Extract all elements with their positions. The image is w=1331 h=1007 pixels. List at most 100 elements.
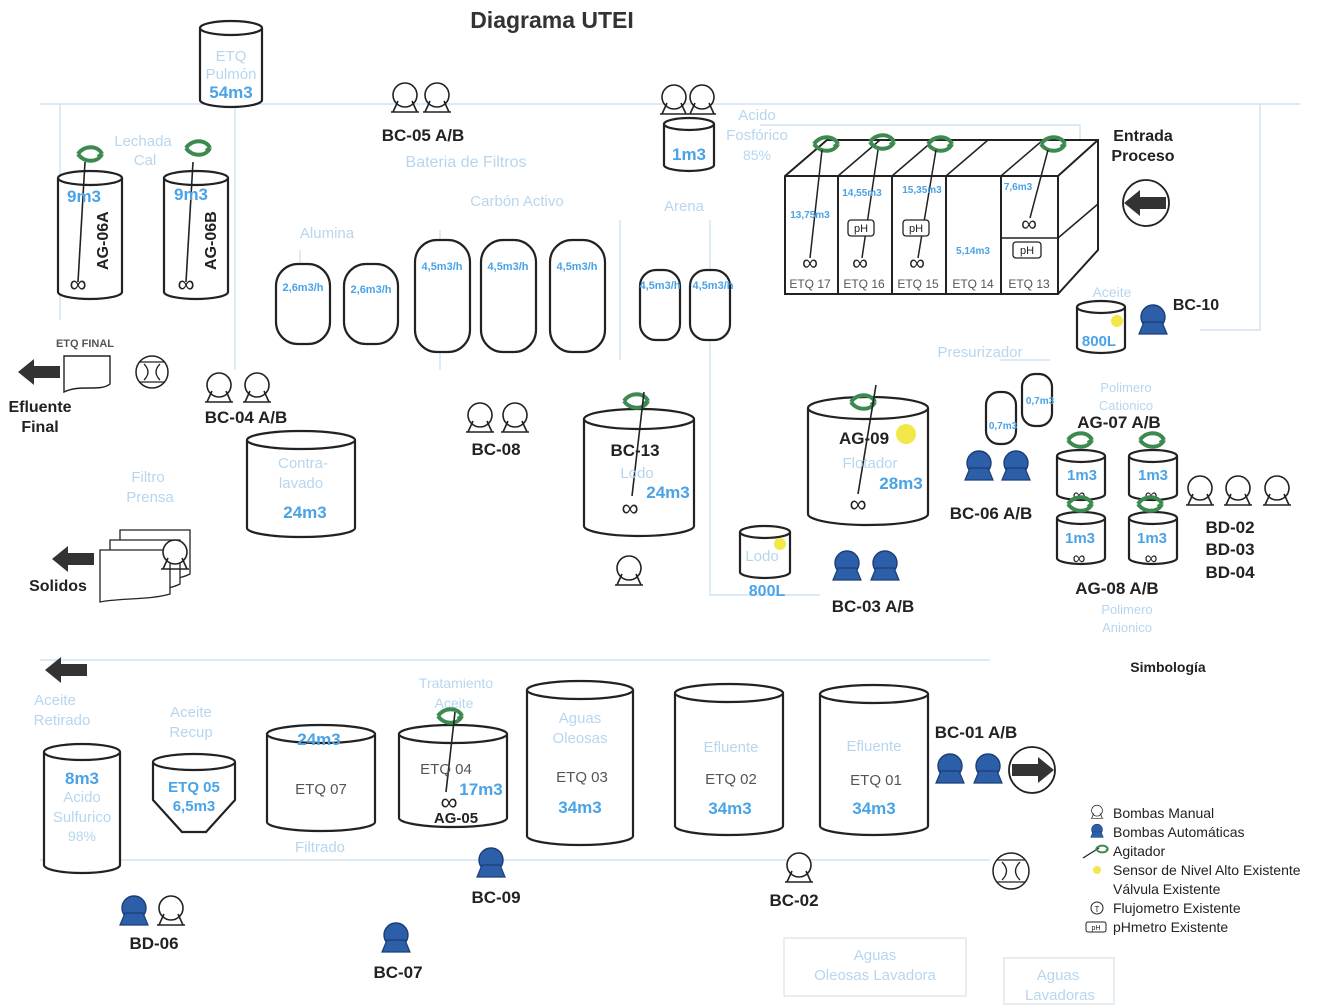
aceite-recup-1: Aceite [170,704,212,721]
tank-etq04: ∞ ETQ 04 17m3 AG-05 [397,707,509,829]
svg-text:∞: ∞ [1073,485,1086,505]
entrada-label-2: Proceso [1111,148,1174,165]
etq02-l1: Efluente [703,739,758,756]
arena-label: Arena [664,198,705,215]
svg-text:∞: ∞ [849,491,866,518]
pump-bd06: BD-06 [119,895,186,953]
aceite-retirado-arrow-icon [45,657,87,683]
tank-ag06a-volume: 9m3 [67,187,101,206]
filter-1-rate: 2,6m3/h [283,282,324,294]
etq07-volume: 24m3 [297,730,340,749]
filter-2-rate: 2,6m3/h [351,284,392,296]
reactor-flow-13: 7,6m3 [1004,182,1033,193]
filter-5-rate: 4,5m3/h [557,261,598,273]
pump-bc09: BC-09 [471,847,521,907]
legend-title: Simbología [1130,659,1206,675]
tank-lodo: Lodo 800L [738,524,792,600]
auto-pump-icon [1138,304,1168,335]
acido-sulf-l1: Acido [63,789,101,806]
pump-bc05-label: BC-05 A/B [382,126,465,145]
flowmeter-icon [135,355,169,389]
tank-pulmon: ETQ Pulmón 54m3 [198,19,264,109]
ph-meter-icon-text: pH [1092,925,1101,932]
tank-ag06a: ∞ 9m3 AG-06A [56,145,124,301]
pump-bc03: BC-03 A/B [832,550,915,616]
poly08a-volume: 1m3 [1065,530,1095,547]
aguas-oleosas-box: Aguas Oleosas Lavadora [783,937,967,997]
page-title: Diagrama UTEI [470,7,634,33]
reactor-name-13: ETQ 13 [1008,277,1050,291]
level-sensor-icon [1111,315,1123,327]
ag08-label: AG-08 A/B [1075,579,1158,598]
efluente-label-2: Final [21,419,58,436]
svg-text:∞: ∞ [909,250,925,275]
pump-bc06: BC-06 A/B [950,450,1032,523]
tank-poly-07b: ∞ 1m3 [1127,431,1179,505]
alumina-label: Alumina [300,225,355,242]
tank-acido-small: 1m3 [662,116,716,173]
pump-bc01-label: BC-01 A/B [935,723,1018,742]
tank-ag09-l1: Flotador [842,455,897,472]
tank-poly-08a: ∞ 1m3 [1055,495,1107,568]
trat-aceite-1: Tratamiento [419,675,493,691]
reactor-flow-16: 14,55m3 [842,188,882,199]
filter-2: 2,6m3/h [342,262,400,346]
ag05-label: AG-05 [434,810,478,827]
tank-etq01: Efluente ETQ 01 34m3 [818,683,930,837]
pump-bc09-label: BC-09 [471,888,520,907]
acido-sulf-l2: Sulfurico [53,809,111,826]
tank-pulmon-l1: ETQ [216,48,247,65]
etq-final-tank [63,355,111,394]
reactor-flow-15: 15,35m3 [902,185,942,196]
aceite-retirado-1: Aceite [34,692,76,709]
tank-ag06b-volume: 9m3 [174,185,208,204]
bateria-filtros-label: Bateria de Filtros [406,154,527,171]
filtro-prensa-icon [99,529,191,603]
legend-item-1: Bombas Automáticas [1113,824,1245,840]
tank-ag09: ∞ AG-09 Flotador 28m3 [806,384,930,527]
filter-6-rate: 4,5m3/h [640,280,681,292]
pump-bd-group: BD-02 BD-03 BD-04 [1185,475,1292,582]
ph-meter-icon: pH [1085,921,1107,933]
tank-etq07: 24m3 ETQ 07 [265,723,377,833]
manual-pump-icon [1090,804,1104,819]
filtro-prensa-2: Prensa [126,489,174,506]
svg-text:∞: ∞ [1145,485,1158,505]
flowmeter-bottom-icon [992,852,1030,890]
etq03-volume: 34m3 [558,798,601,817]
svg-text:∞: ∞ [621,495,638,522]
tank-bc13-l1: Lodo [620,465,653,482]
filter-3: 4,5m3/h [413,238,472,354]
tank-ag06a-name: AG-06A [95,211,112,270]
aguas-oleosas-2: Oleosas Lavadora [814,967,936,984]
presurizador-label: Presurizador [937,344,1022,361]
tank-poly-08b: ∞ 1m3 [1127,495,1179,568]
ag07-label: AG-07 A/B [1077,413,1160,432]
aguas-lavadoras-box: Aguas Lavadoras [1003,957,1115,1005]
etq04-volume: 17m3 [459,780,502,799]
agitator-icon [1082,844,1109,859]
aceite-retirado-2: Retirado [34,712,91,729]
tank-etq03: Aguas Oleosas ETQ 03 34m3 [525,679,635,847]
efluente-label-1: Efluente [8,399,71,416]
ph-meter-13: pH [1020,245,1034,257]
etq05-name: ETQ 05 [168,779,220,796]
poly08b-volume: 1m3 [1137,530,1167,547]
reactor-name-15: ETQ 15 [897,277,939,291]
level-sensor-icon [1093,866,1101,874]
pres1-volume: 0,7m3 [989,421,1018,432]
pump-bc03-label: BC-03 A/B [832,597,915,616]
acido-sulf-l3: 98% [68,828,96,844]
pump-bc10-label: BC-10 [1173,297,1219,314]
aceite-recup-2: Recup [169,724,212,741]
manual-pump-icon [614,555,644,586]
etq01-volume: 34m3 [852,799,895,818]
etq05-volume: 6,5m3 [173,798,216,815]
pump-bc07: BC-07 [373,922,423,982]
aceite-800-label: Aceite [1093,284,1132,300]
acido-label-2: Fosfórico [726,127,788,144]
filter-7-rate: 4,5m3/h [693,280,734,292]
tank-acido-volume: 1m3 [672,145,706,164]
etq01-name: ETQ 01 [850,772,902,789]
tank-ag09-name: AG-09 [839,429,889,448]
